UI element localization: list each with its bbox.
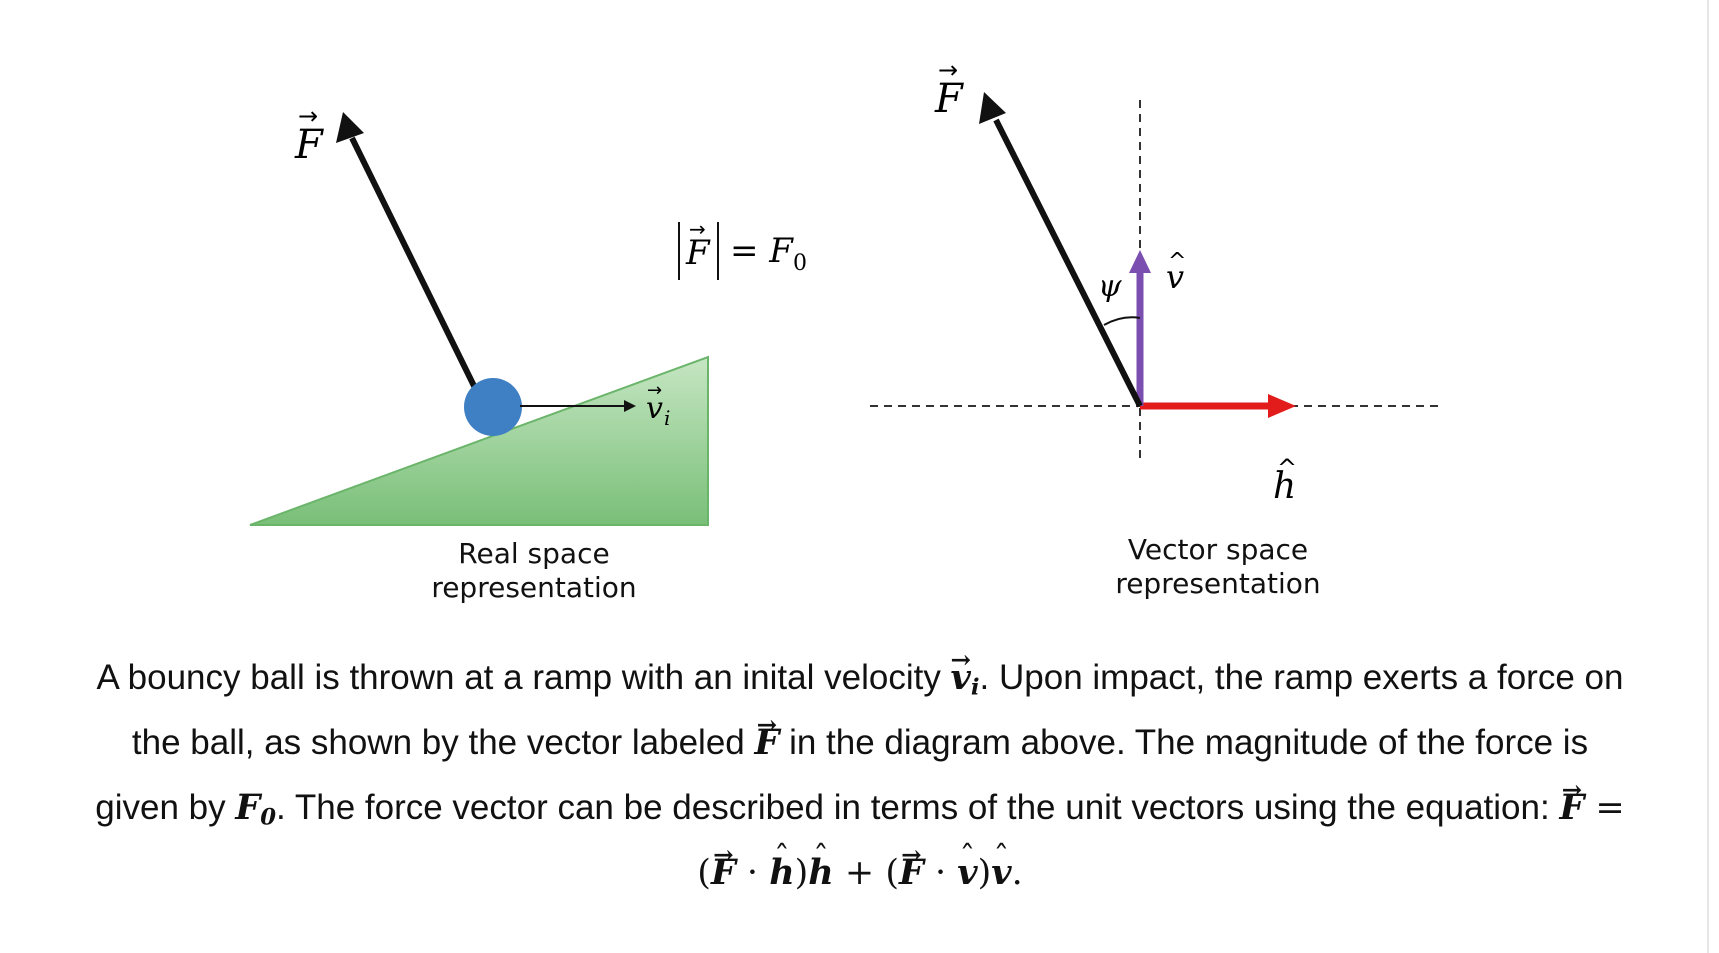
h-unit-label: h ^ bbox=[1273, 454, 1297, 507]
v-unit-symbol: v bbox=[991, 840, 1011, 905]
description-text: in the diagram above. The magnitude of t… bbox=[779, 723, 1589, 762]
svg-text:→: → bbox=[689, 217, 706, 241]
problem-description: A bouncy ball is thrown at a ramp with a… bbox=[60, 645, 1660, 905]
force-arrowhead-real bbox=[336, 112, 364, 143]
v-unit-arrowhead bbox=[1129, 250, 1151, 273]
dot-operator: · bbox=[735, 853, 770, 893]
force-symbol: F bbox=[755, 710, 780, 775]
vector-space-caption-line1: Vector space bbox=[1127, 533, 1309, 566]
v-unit-label: v ^ bbox=[1166, 249, 1186, 296]
svg-text:→: → bbox=[647, 380, 662, 401]
paren: ) bbox=[794, 853, 809, 893]
force-arrow-real bbox=[349, 136, 478, 390]
paren: ) bbox=[977, 853, 992, 893]
svg-text:h: h bbox=[1273, 466, 1296, 507]
paren: ( bbox=[697, 853, 711, 893]
magnitude-label: F → = F 0 bbox=[678, 217, 807, 280]
force-symbol: F bbox=[711, 840, 736, 905]
angle-label: ψ bbox=[1098, 269, 1122, 304]
svg-text:F: F bbox=[685, 233, 711, 273]
h-unit-arrowhead bbox=[1268, 394, 1296, 418]
vector-space-caption: Vector space representation bbox=[1098, 533, 1338, 601]
svg-text:^: ^ bbox=[1168, 249, 1186, 274]
svg-text:= F: = F bbox=[730, 231, 794, 271]
vector-space-caption-line2: representation bbox=[1115, 567, 1321, 600]
description-line-1: A bouncy ball is thrown at a ramp with a… bbox=[60, 645, 1660, 710]
svg-text:→: → bbox=[298, 102, 318, 130]
force-label-real: F → bbox=[294, 102, 324, 168]
real-space-caption: Real space representation bbox=[414, 537, 654, 605]
svg-text:F: F bbox=[934, 76, 964, 122]
force-symbol: F bbox=[1559, 775, 1584, 840]
description-line-2: the ball, as shown by the vector labeled… bbox=[60, 710, 1660, 775]
period: . bbox=[1011, 853, 1023, 893]
description-text: the ball, as shown by the vector labeled bbox=[131, 723, 755, 762]
description-text: A bouncy ball is thrown at a ramp with a… bbox=[96, 658, 951, 697]
h-unit-symbol: h bbox=[808, 840, 833, 905]
description-text: given by bbox=[95, 788, 236, 827]
equals-sign: = bbox=[1584, 788, 1625, 828]
svg-text:i: i bbox=[664, 406, 670, 430]
force-label-vector: F → bbox=[934, 56, 964, 122]
velocity-arrowhead bbox=[624, 400, 636, 412]
velocity-label: v → i bbox=[646, 380, 670, 430]
svg-text:F: F bbox=[294, 122, 324, 168]
force-magnitude-symbol: F bbox=[235, 787, 261, 828]
description-text: . Upon impact, the ramp exerts a force o… bbox=[979, 658, 1624, 697]
svg-text:0: 0 bbox=[793, 251, 807, 276]
initial-velocity-subscript: i bbox=[970, 674, 980, 701]
force-arrowhead-vector bbox=[979, 92, 1006, 124]
vector-space-diagram: F → ψ v ^ h ^ bbox=[870, 56, 1440, 507]
equation-line: (F · h)h + (F · v)v. bbox=[60, 840, 1660, 905]
initial-velocity-symbol: v bbox=[951, 645, 971, 710]
dot-operator: · bbox=[923, 853, 958, 893]
ball bbox=[464, 378, 522, 436]
real-space-caption-line2: representation bbox=[431, 571, 637, 604]
svg-text:v: v bbox=[1166, 258, 1184, 296]
svg-text:→: → bbox=[938, 56, 958, 84]
svg-text:v: v bbox=[646, 391, 663, 426]
force-arrow-vector bbox=[993, 118, 1143, 408]
h-unit-symbol: h bbox=[769, 840, 794, 905]
force-magnitude-subscript: 0 bbox=[260, 804, 277, 831]
description-line-3: given by F0. The force vector can be des… bbox=[60, 775, 1660, 840]
svg-text:^: ^ bbox=[1277, 454, 1297, 482]
angle-arc bbox=[1103, 316, 1141, 326]
plus-operator: + ( bbox=[833, 853, 899, 893]
v-unit-symbol: v bbox=[957, 840, 977, 905]
scrollbar[interactable] bbox=[1707, 0, 1719, 953]
force-symbol: F bbox=[899, 840, 924, 905]
real-space-caption-line1: Real space bbox=[458, 537, 610, 570]
ramp bbox=[249, 355, 709, 526]
description-text: . The force vector can be described in t… bbox=[276, 788, 1560, 827]
real-space-diagram: F → F → = F 0 v → i bbox=[249, 102, 807, 526]
